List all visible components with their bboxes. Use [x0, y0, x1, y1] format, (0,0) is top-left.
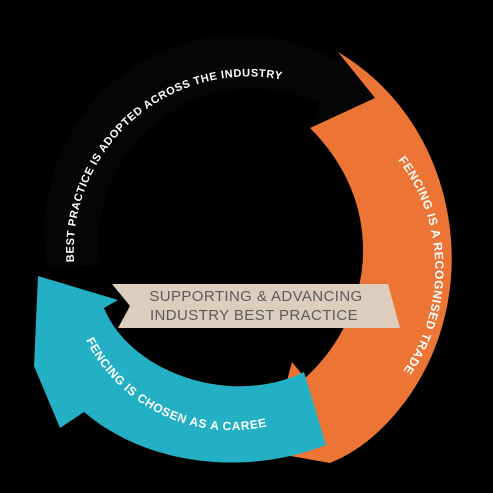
arrow-top-black — [44, 34, 378, 268]
banner-line-1: SUPPORTING & ADVANCING — [149, 288, 362, 305]
banner-line-2: INDUSTRY BEST PRACTICE — [150, 307, 358, 324]
arrow-bottom-teal — [34, 276, 326, 463]
center-banner — [112, 284, 400, 328]
arrow-right-orange — [268, 52, 452, 463]
